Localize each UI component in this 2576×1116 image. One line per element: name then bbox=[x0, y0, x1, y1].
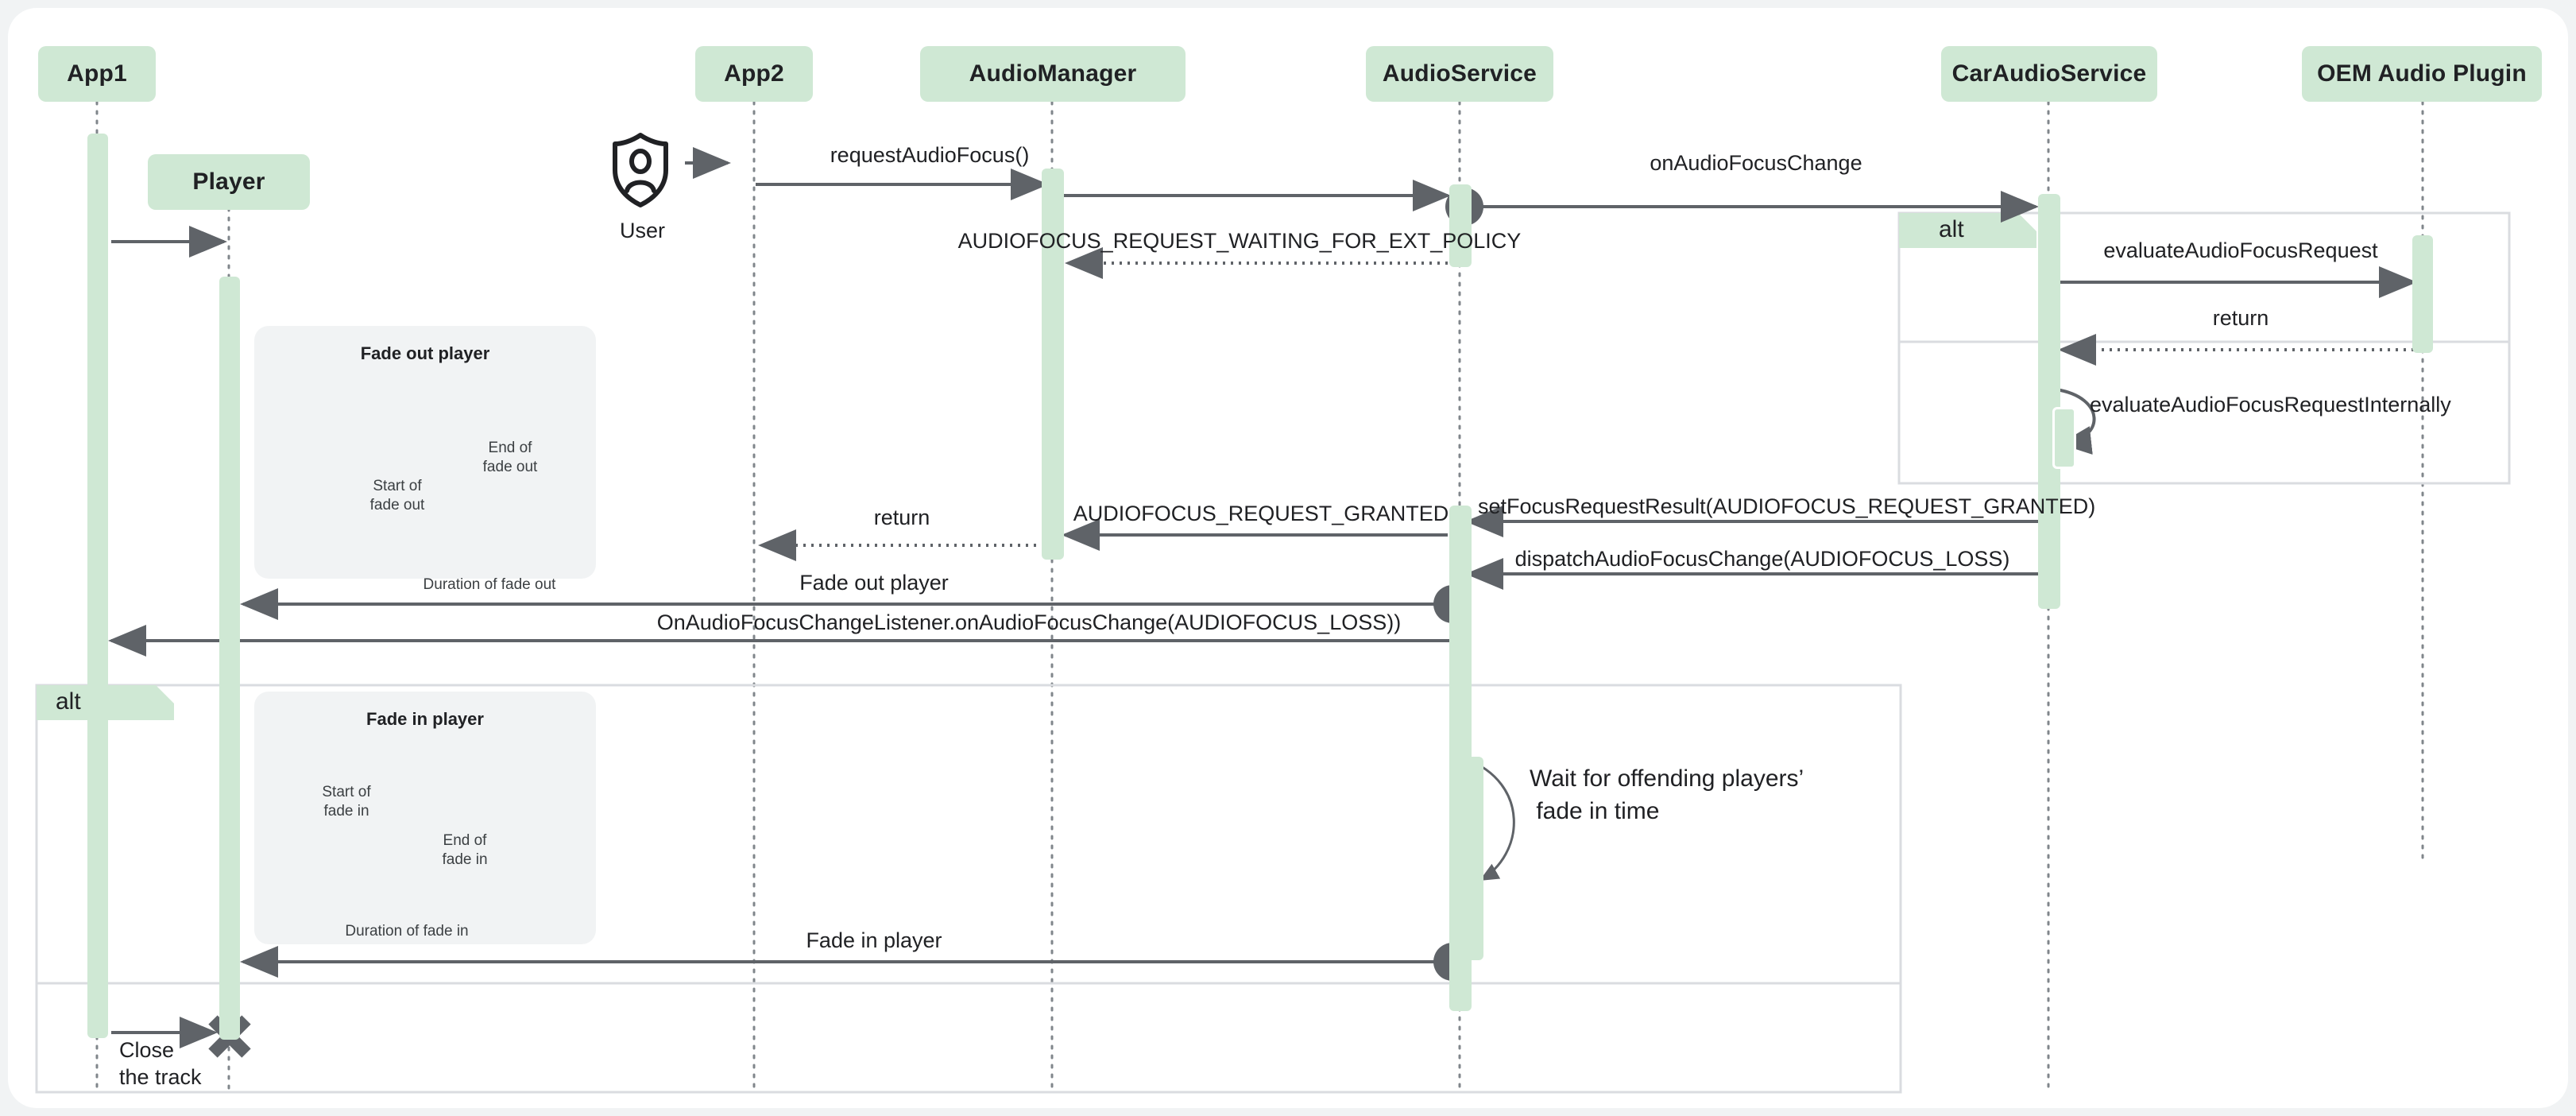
fade-in-chart-panel bbox=[254, 692, 596, 944]
fragment-frames bbox=[35, 211, 2511, 1094]
arrow-wait-fade-in bbox=[1465, 758, 1515, 882]
message-arrows bbox=[108, 169, 2417, 1048]
fade-in-annotation-start: Start of fade in bbox=[322, 784, 371, 820]
participant-oemplugin[interactable]: OEM Audio Plugin bbox=[2302, 46, 2542, 102]
activation-caraudioservice-self bbox=[2052, 407, 2076, 469]
fade-in-annotation-duration: Duration of fade in bbox=[345, 923, 469, 940]
user-shield-icon bbox=[613, 133, 668, 207]
activation-audioservice-3 bbox=[1464, 757, 1483, 960]
message-label-evaluate-request: evaluateAudioFocusRequest bbox=[2103, 238, 2378, 262]
message-label-return-am: return bbox=[873, 506, 930, 529]
participant-label: CarAudioService bbox=[1951, 60, 2147, 87]
message-label-granted: AUDIOFOCUS_REQUEST_GRANTED bbox=[1073, 502, 1449, 525]
message-label-fade-out-player: Fade out player bbox=[799, 571, 949, 595]
message-label-return-oem: return bbox=[2212, 306, 2269, 330]
participant-app1[interactable]: App1 bbox=[38, 46, 156, 102]
participant-audioservice[interactable]: AudioService bbox=[1366, 46, 1553, 102]
activation-oemplugin bbox=[2412, 235, 2433, 353]
activation-app1 bbox=[87, 134, 108, 1038]
message-label-waiting-ext-policy: AUDIOFOCUS_REQUEST_WAITING_FOR_EXT_POLIC… bbox=[957, 229, 1522, 253]
note-wait-fade-in: Wait for offending players’ fade in time bbox=[1530, 765, 1804, 824]
participant-app2[interactable]: App2 bbox=[695, 46, 813, 102]
participant-label: OEM Audio Plugin bbox=[2317, 60, 2527, 87]
activation-audioservice-1 bbox=[1449, 184, 1472, 267]
activation-caraudioservice bbox=[2038, 194, 2060, 609]
fade-out-chart-title: Fade out player bbox=[360, 343, 490, 363]
participant-player[interactable]: Player bbox=[148, 154, 310, 210]
message-label-requestaudiofocus: requestAudioFocus() bbox=[830, 143, 1030, 167]
fragment-label-tab-right bbox=[1899, 213, 2036, 248]
fade-out-annotation-end: End of fade out bbox=[482, 440, 538, 475]
message-label-onaudiofocuschangelistener: OnAudioFocusChangeListener.onAudioFocusC… bbox=[656, 610, 1402, 634]
fragment-label-left: alt bbox=[56, 688, 81, 715]
participant-audiomanager[interactable]: AudioManager bbox=[920, 46, 1186, 102]
participant-label: App2 bbox=[724, 60, 784, 87]
message-label-dispatch-loss: dispatchAudioFocusChange(AUDIOFOCUS_LOSS… bbox=[1514, 547, 2010, 571]
message-label-setfocusrequestresult: setFocusRequestResult(AUDIOFOCUS_REQUEST… bbox=[1478, 494, 2096, 518]
fragment-label-right: alt bbox=[1939, 216, 1964, 242]
participant-label: Player bbox=[192, 169, 265, 195]
fade-out-annotation-duration: Duration of fade out bbox=[423, 576, 556, 593]
message-label-onaudiofocuschange: onAudioFocusChange bbox=[1650, 151, 1862, 175]
participant-label: AudioService bbox=[1382, 60, 1537, 87]
message-label-evaluate-internally: evaluateAudioFocusRequestInternally bbox=[2090, 393, 2451, 417]
participant-label: AudioManager bbox=[969, 60, 1137, 87]
message-label-close-the-track: Close the track bbox=[119, 1038, 202, 1089]
fade-out-chart-panel bbox=[254, 326, 596, 579]
fade-in-chart-title: Fade in player bbox=[366, 709, 484, 729]
message-label-fade-in-player: Fade in player bbox=[806, 928, 942, 952]
participant-caraudioservice[interactable]: CarAudioService bbox=[1941, 46, 2157, 102]
fade-out-annotation-start: Start of fade out bbox=[369, 478, 425, 513]
participant-label: App1 bbox=[67, 60, 127, 87]
fade-in-annotation-end: End of fade in bbox=[442, 832, 488, 868]
actor-label: User bbox=[620, 219, 666, 242]
activation-audiomanager bbox=[1042, 169, 1064, 560]
activation-player bbox=[219, 277, 240, 1040]
